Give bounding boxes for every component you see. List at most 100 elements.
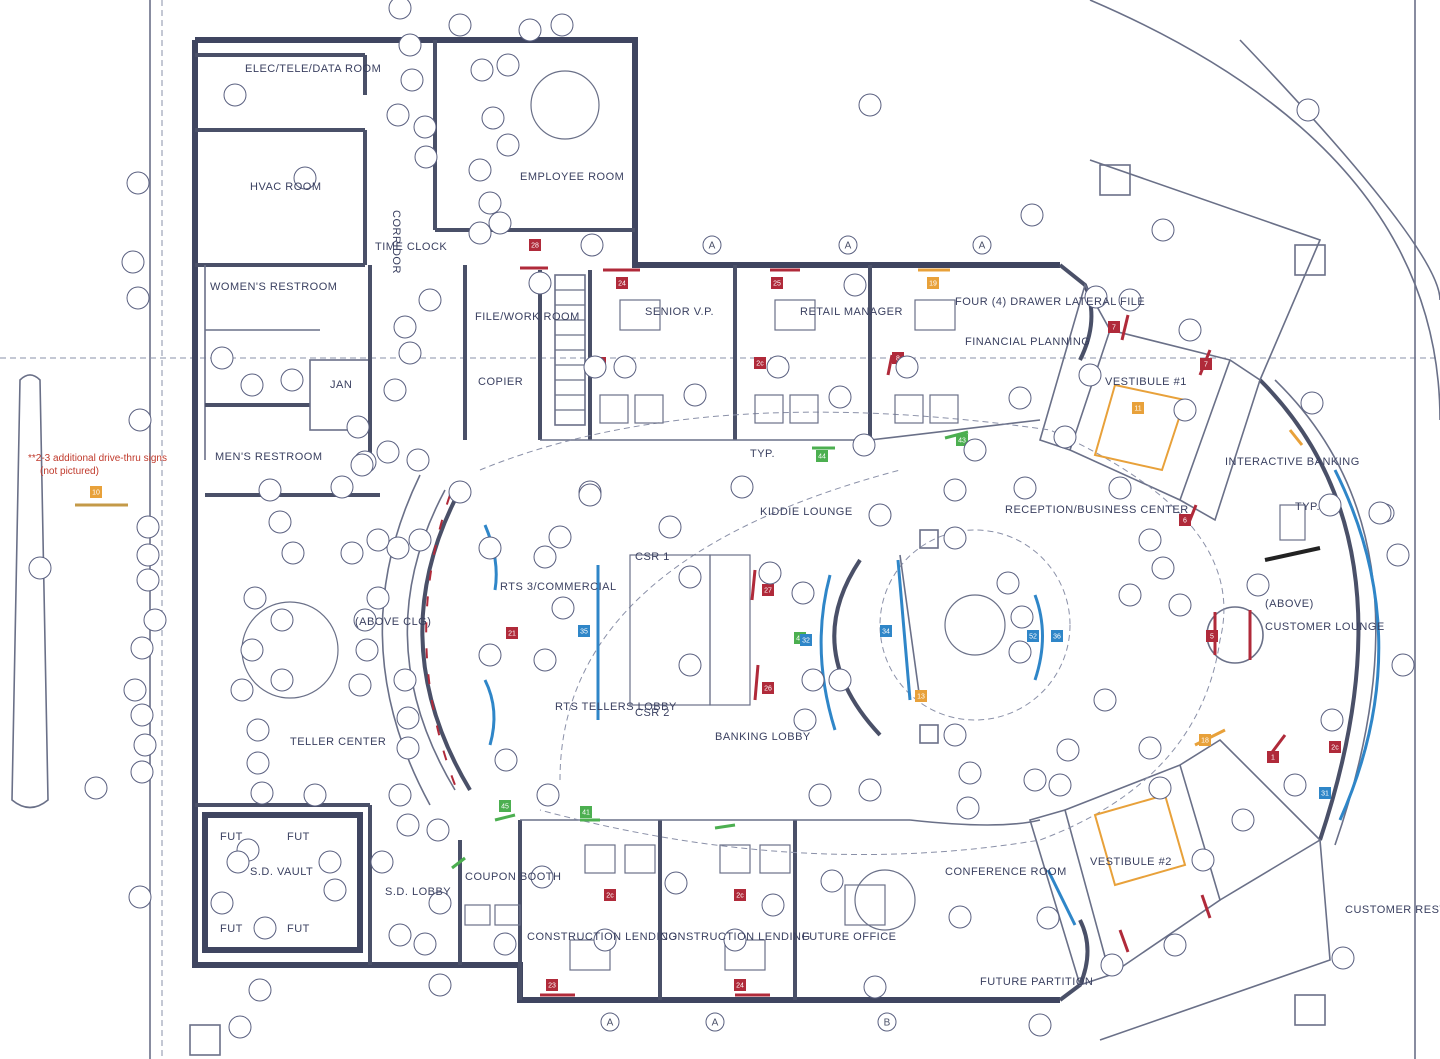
sign-tag: 2c	[754, 357, 766, 369]
label-coupon: COUPON BOOTH	[465, 871, 561, 883]
label-sd-lobby: S.D. LOBBY	[385, 886, 451, 898]
label-typ-1: TYP.	[750, 448, 775, 460]
label-fut-1: FUT	[220, 831, 243, 843]
sign-tag: 7	[1200, 358, 1212, 370]
label-vestibule-1: VESTIBULE #1	[1105, 376, 1187, 388]
svg-text:B: B	[884, 1018, 891, 1029]
svg-text:21: 21	[508, 631, 516, 638]
svg-text:7: 7	[1204, 362, 1208, 369]
label-financial: FINANCIAL PLANNING	[965, 336, 1090, 348]
sign-tag: 2c	[1329, 741, 1341, 753]
vestibule-2-mat	[1093, 793, 1187, 887]
label-copier: COPIER	[478, 376, 523, 388]
label-sd-vault: S.D. VAULT	[250, 866, 313, 878]
label-mens: MEN'S RESTROOM	[215, 451, 323, 463]
label-reception: RECEPTION/BUSINESS CENTER	[1005, 504, 1189, 516]
label-customer-lounge: CUSTOMER LOUNGE	[1265, 621, 1385, 633]
grid-marker: A	[705, 1012, 725, 1032]
svg-text:7: 7	[1112, 325, 1116, 332]
drive-thru-note-line2: (not pictured)	[40, 466, 99, 477]
label-teller-center: TELLER CENTER	[290, 736, 386, 748]
svg-text:A: A	[979, 241, 986, 252]
svg-text:10: 10	[92, 490, 100, 497]
svg-text:5: 5	[1210, 634, 1214, 641]
svg-text:11: 11	[1134, 406, 1141, 413]
label-senior-vp: SENIOR V.P.	[645, 306, 714, 318]
label-rts-tellers: RTS TELLERS LOBBY	[555, 701, 677, 713]
svg-text:35: 35	[580, 629, 588, 636]
grid-marker: A	[600, 1012, 620, 1032]
svg-text:18: 18	[1201, 738, 1209, 745]
svg-text:8: 8	[896, 356, 900, 363]
svg-text:34: 34	[882, 629, 890, 636]
sign-tag: 35	[578, 625, 590, 637]
sign-tag: 34	[880, 625, 892, 637]
label-elec: ELEC/TELE/DATA ROOM	[245, 63, 381, 75]
blue-sign-bars	[483, 469, 1381, 926]
svg-text:44: 44	[818, 454, 826, 461]
sign-tag: 26	[762, 682, 774, 694]
label-construction-2: CONSTRUCTION LENDING	[660, 931, 811, 943]
label-time-clock: TIME CLOCK	[375, 241, 447, 253]
svg-text:1: 1	[1271, 755, 1275, 762]
svg-text:23: 23	[548, 983, 556, 990]
sign-tag: 2c	[604, 889, 616, 901]
grid-markers: AAAAABCD	[520, 20, 1395, 1032]
room-labels: ELEC/TELE/DATA ROOM HVAC ROOM EMPLOYEE R…	[210, 63, 1440, 988]
svg-text:27: 27	[764, 588, 772, 595]
svg-text:2c: 2c	[736, 893, 744, 900]
stair	[554, 274, 586, 426]
label-retail-mgr: RETAIL MANAGER	[800, 306, 903, 318]
svg-text:2c: 2c	[606, 893, 614, 900]
sign-tag: 13	[915, 690, 927, 702]
sign-tag: 44	[816, 450, 828, 462]
label-vestibule-2: VESTIBULE #2	[1090, 856, 1172, 868]
label-future-office: FUTURE OFFICE	[802, 931, 897, 943]
sign-tag: 52	[1027, 630, 1039, 642]
svg-text:A: A	[712, 1018, 719, 1029]
svg-text:A: A	[709, 241, 716, 252]
svg-text:19: 19	[929, 281, 937, 288]
grid-marker: A	[702, 235, 722, 255]
svg-text:45: 45	[501, 804, 509, 811]
sign-tag: 25	[771, 277, 783, 289]
sign-tag: 24	[734, 979, 746, 991]
svg-text:2c: 2c	[1331, 745, 1339, 752]
sign-tag: 2c	[734, 889, 746, 901]
label-fut-3: FUT	[220, 923, 243, 935]
label-banking-lobby: BANKING LOBBY	[715, 731, 811, 743]
svg-text:A: A	[607, 1018, 614, 1029]
label-hvac: HVAC ROOM	[250, 181, 322, 193]
label-construction-1: CONSTRUCTION LENDING	[527, 931, 678, 943]
label-jan: JAN	[330, 379, 352, 391]
label-file: FILE/WORK ROOM	[475, 311, 580, 323]
label-fut-2: FUT	[287, 831, 310, 843]
vestibule-1-walls	[1039, 282, 1261, 522]
sign-tag: 5	[1206, 630, 1218, 642]
label-corridor: CORRIDOR	[390, 210, 402, 274]
label-womens: WOMEN'S RESTROOM	[210, 281, 337, 293]
label-csr2: CSR 2	[635, 707, 670, 719]
vestibule-1-mat	[1093, 383, 1187, 472]
drive-thru-note: **2-3 additional drive-thru signs (not p…	[28, 452, 178, 478]
sign-tag: 10	[90, 486, 102, 498]
svg-text:36: 36	[1053, 634, 1061, 641]
svg-text:24: 24	[618, 281, 626, 288]
sign-tag: 21	[506, 627, 518, 639]
sign-tag: 1	[1267, 751, 1279, 763]
svg-text:31: 31	[1321, 791, 1329, 798]
svg-text:43: 43	[958, 438, 966, 445]
svg-text:26: 26	[764, 686, 772, 693]
svg-text:6: 6	[1183, 518, 1187, 525]
sign-tag: 45	[499, 800, 511, 812]
sign-tag: 18	[1199, 734, 1211, 746]
sign-tag: 28	[529, 239, 541, 251]
keynote-callouts	[28, 0, 1415, 1039]
sign-tag: 41	[580, 806, 592, 818]
sign-tag: 19	[927, 277, 939, 289]
sign-tag: 43	[956, 434, 968, 446]
grid-marker: A	[838, 235, 858, 255]
label-typ-2: TYP.	[1295, 501, 1320, 513]
label-fut-4: FUT	[287, 923, 310, 935]
